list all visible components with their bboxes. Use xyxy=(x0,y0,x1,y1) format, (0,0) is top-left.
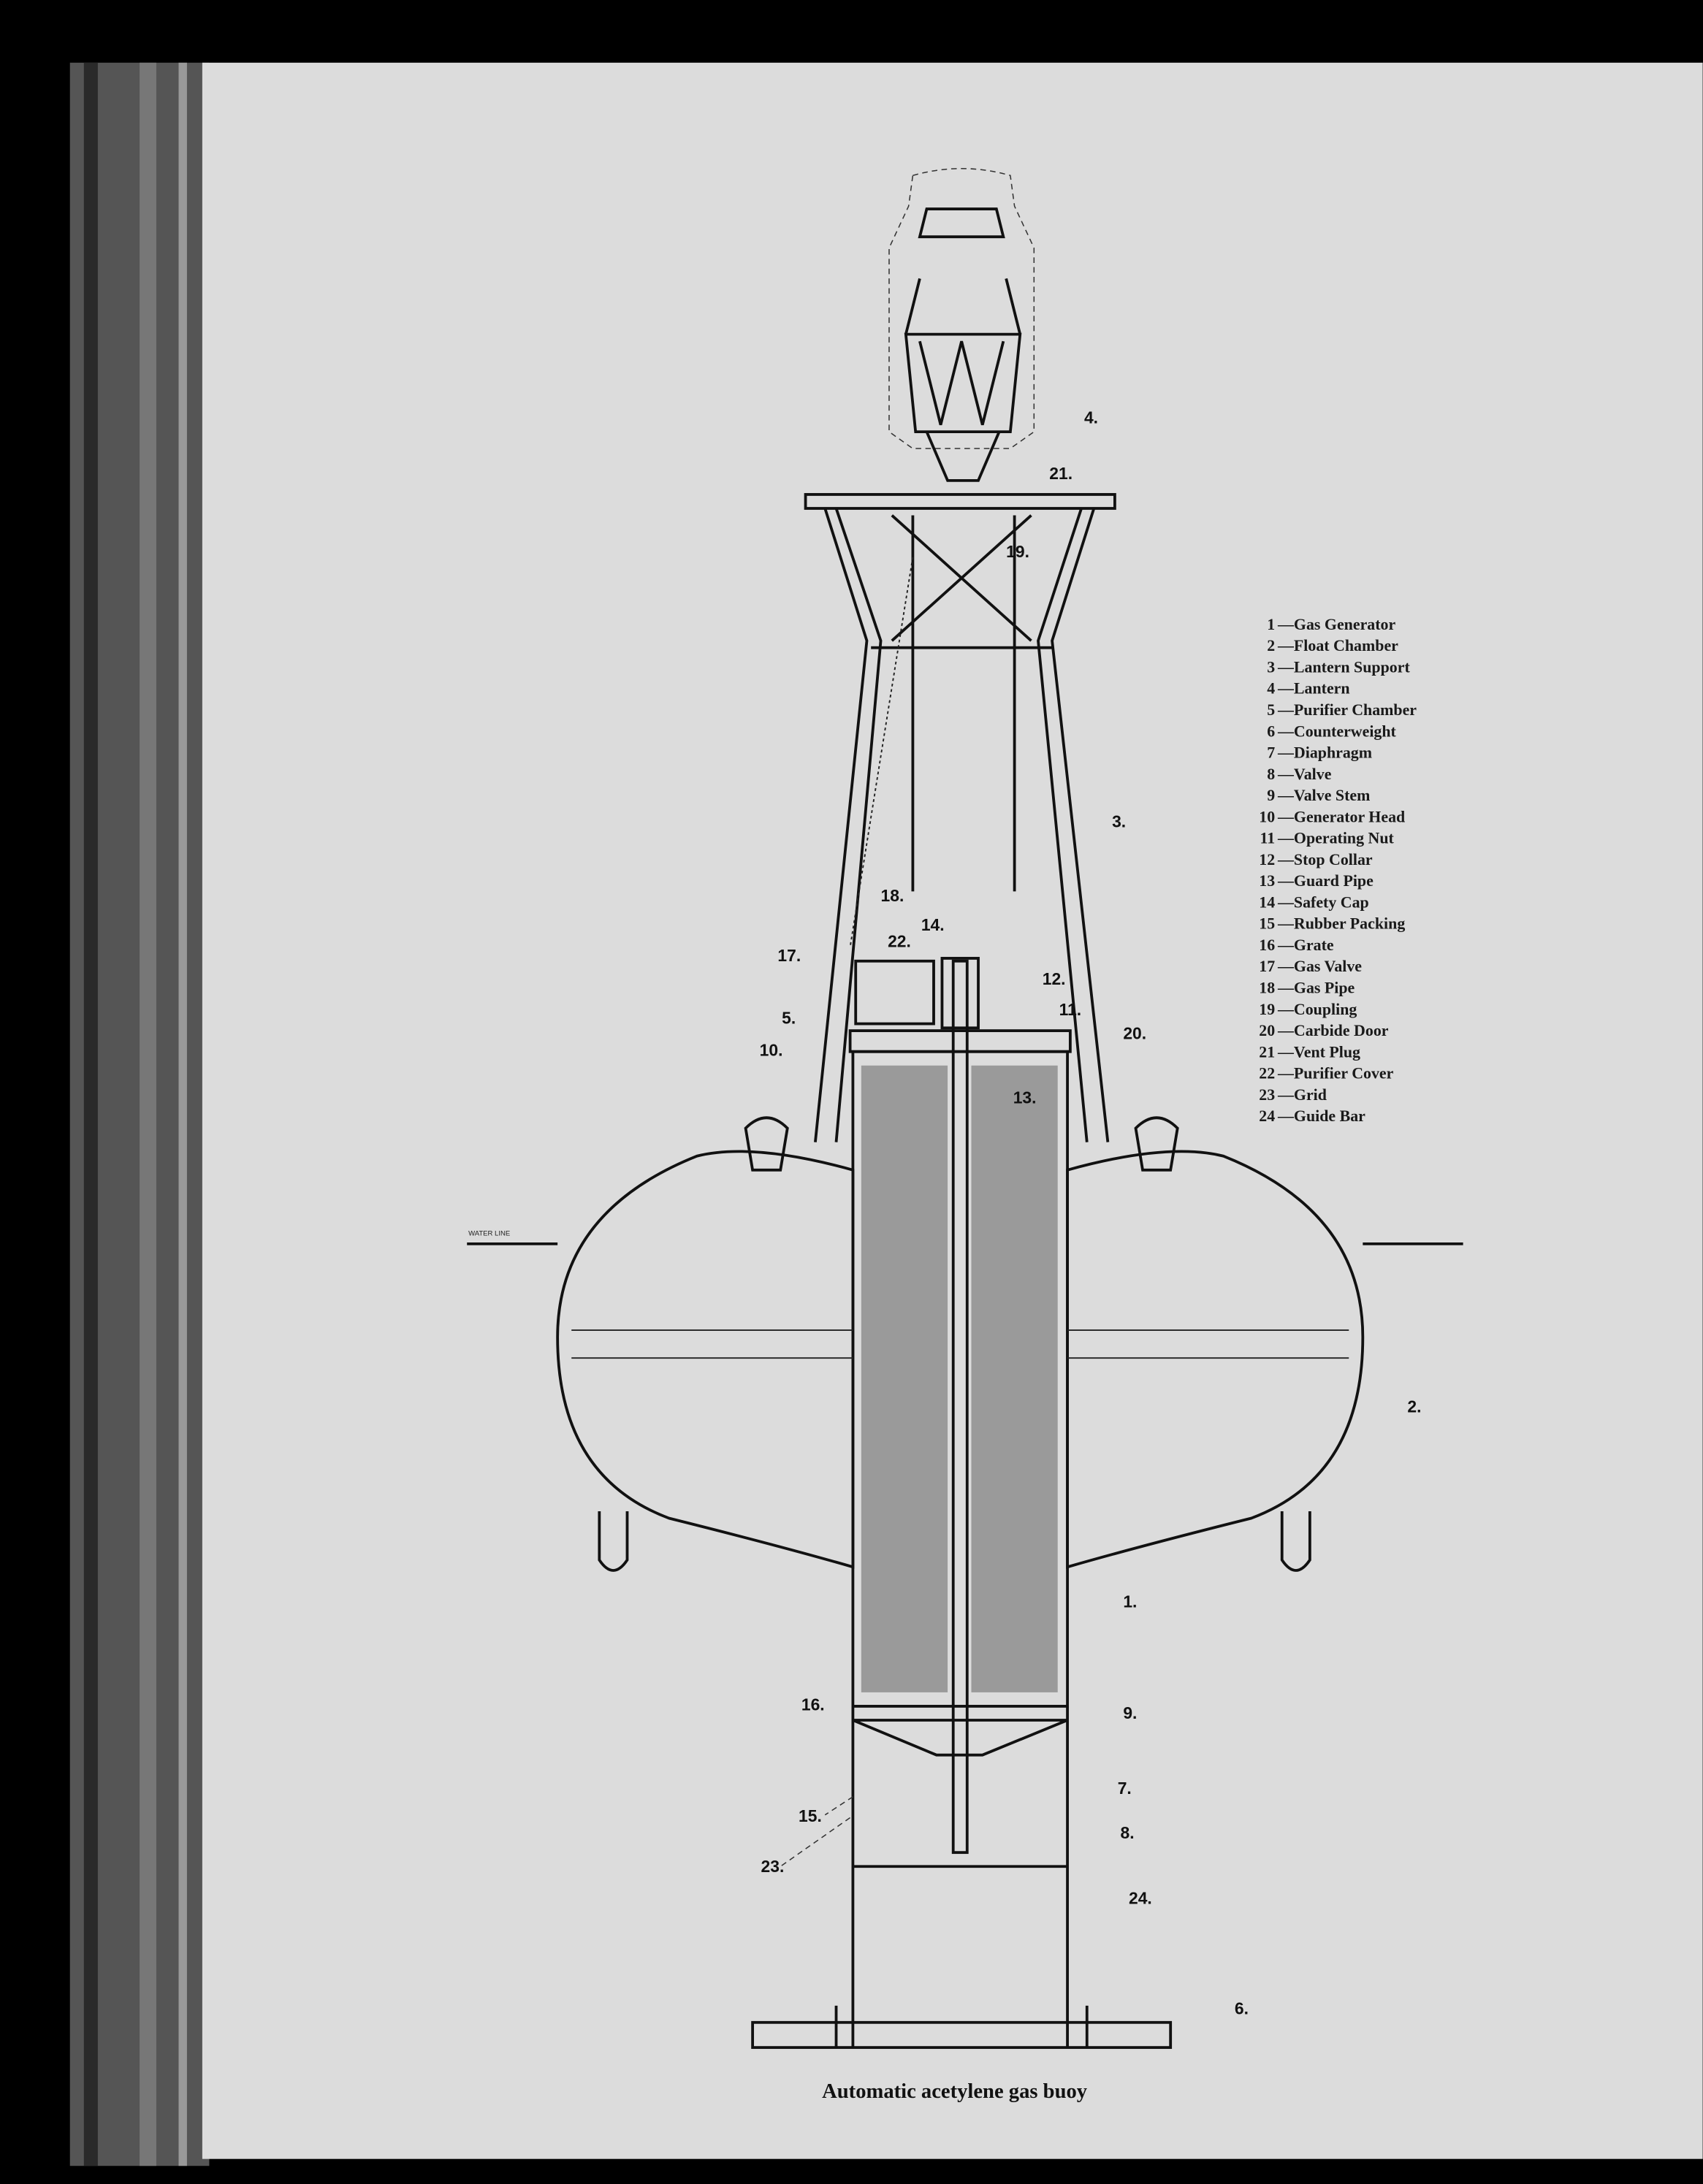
callout-9: 9. xyxy=(1123,1703,1137,1722)
legend-label: —Generator Head xyxy=(1277,807,1405,825)
spine-stripe xyxy=(178,62,187,2166)
legend-number: 18 xyxy=(1259,979,1275,997)
callout-11: 11. xyxy=(1059,1000,1082,1019)
legend-number: 19 xyxy=(1259,1000,1275,1018)
callout-19: 19. xyxy=(1006,542,1029,561)
legend-label: —Grate xyxy=(1277,936,1334,954)
legend-number: 2 xyxy=(1267,636,1275,654)
callout-2: 2. xyxy=(1407,1397,1421,1416)
callout-15: 15. xyxy=(799,1806,822,1825)
legend-label: —Gas Generator xyxy=(1277,615,1395,633)
callout-20: 20. xyxy=(1123,1024,1146,1043)
legend-label: —Purifier Chamber xyxy=(1277,700,1417,719)
legend-label: —Grid xyxy=(1277,1085,1327,1104)
legend-label: —Safety Cap xyxy=(1277,893,1369,911)
callout-13: 13. xyxy=(1013,1088,1037,1107)
callout-21: 21. xyxy=(1049,464,1073,483)
callout-labels: 4. 21. 19. 3. 18. 17. 22. 14. 12. 11. 5.… xyxy=(760,408,1422,2018)
legend-label: —Stop Collar xyxy=(1277,850,1373,868)
legend-number: 14 xyxy=(1259,893,1275,911)
callout-7: 7. xyxy=(1118,1779,1132,1798)
legend-label: —Rubber Packing xyxy=(1277,915,1405,933)
callout-10: 10. xyxy=(760,1040,783,1059)
legend-label: —Valve xyxy=(1277,765,1332,783)
legend-label: —Gas Pipe xyxy=(1277,979,1355,997)
callout-12: 12. xyxy=(1043,969,1066,988)
legend-number: 4 xyxy=(1267,679,1275,698)
water-line-label: WATER LINE xyxy=(468,1229,510,1237)
legend-number: 20 xyxy=(1259,1021,1275,1039)
callout-23: 23. xyxy=(761,1857,785,1876)
legend-label: —Guide Bar xyxy=(1277,1107,1365,1125)
legend-label: —Coupling xyxy=(1277,1000,1357,1018)
callout-18: 18. xyxy=(881,886,904,905)
legend-label: —Operating Nut xyxy=(1277,829,1395,847)
callout-3: 3. xyxy=(1112,812,1126,831)
legend-number: 8 xyxy=(1267,765,1275,783)
legend-number: 3 xyxy=(1267,657,1275,676)
legend-label: —Purifier Cover xyxy=(1277,1064,1394,1083)
carbide-fill xyxy=(971,1065,1058,1692)
callout-22: 22. xyxy=(888,932,911,951)
float-chamber xyxy=(556,1116,1365,1572)
callout-4: 4. xyxy=(1084,408,1098,427)
legend-number: 6 xyxy=(1267,722,1275,740)
callout-14: 14. xyxy=(921,915,945,934)
figure-caption: Automatic acetylene gas buoy xyxy=(822,2080,1088,2103)
legend-number: 9 xyxy=(1267,786,1275,804)
lantern xyxy=(888,167,1035,482)
legend-number: 17 xyxy=(1259,957,1275,975)
spine-stripe xyxy=(140,62,156,2166)
legend-number: 13 xyxy=(1259,871,1275,890)
legend-label: —Diaphragm xyxy=(1277,744,1372,762)
legend-number: 16 xyxy=(1259,936,1275,954)
legend-number: 23 xyxy=(1259,1085,1275,1104)
legend-label: —Counterweight xyxy=(1277,722,1397,740)
legend-label: —Gas Valve xyxy=(1277,957,1362,975)
callout-8: 8. xyxy=(1121,1823,1135,1842)
buoy-drawing: WATER LINE xyxy=(467,167,1463,2050)
spine-stripe xyxy=(83,62,98,2166)
callout-24: 24. xyxy=(1129,1889,1152,1908)
gas-generator xyxy=(848,957,1072,2048)
callout-5: 5. xyxy=(782,1009,796,1028)
counterweight xyxy=(751,2005,1173,2050)
legend-number: 11 xyxy=(1260,829,1275,847)
legend-number: 15 xyxy=(1259,915,1275,933)
legend-number: 10 xyxy=(1259,807,1275,825)
legend-number: 7 xyxy=(1267,744,1275,762)
legend-label: —Carbide Door xyxy=(1277,1021,1389,1039)
legend-number: 24 xyxy=(1259,1107,1275,1125)
legend-label: —Valve Stem xyxy=(1277,786,1370,804)
callout-6: 6. xyxy=(1235,1998,1249,2017)
callout-17: 17. xyxy=(777,946,801,965)
carbide-fill xyxy=(861,1065,948,1692)
legend-number: 22 xyxy=(1259,1064,1275,1083)
callout-16: 16. xyxy=(801,1695,825,1714)
legend-number: 5 xyxy=(1267,700,1275,719)
legend-number: 12 xyxy=(1259,850,1275,868)
legend-label: —Guard Pipe xyxy=(1277,871,1374,890)
legend-number: 1 xyxy=(1267,615,1275,633)
legend-label: —Lantern Support xyxy=(1277,657,1410,676)
callout-1: 1. xyxy=(1123,1592,1137,1611)
legend-label: —Vent Plug xyxy=(1277,1042,1360,1061)
legend-number: 21 xyxy=(1259,1042,1275,1061)
legend-label: —Float Chamber xyxy=(1277,636,1398,654)
lantern-support xyxy=(804,493,1116,1142)
legend-label: —Lantern xyxy=(1277,679,1350,698)
